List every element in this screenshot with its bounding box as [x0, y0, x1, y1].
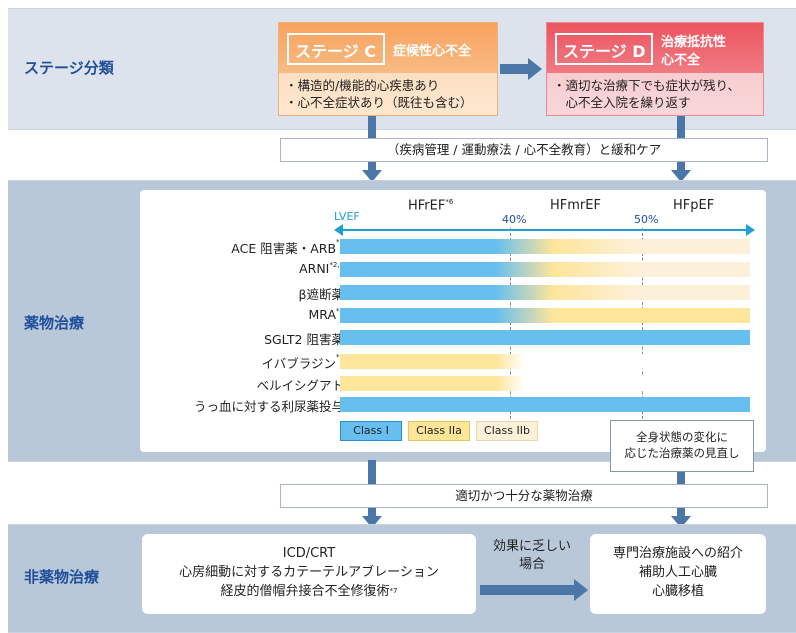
review-note-line-1: 全身状態の変化に — [636, 430, 728, 444]
stage-d-item-1: ・適切な治療下でも症状が残り、 — [553, 78, 741, 93]
drug-name-mra: MRA — [308, 307, 337, 322]
stage-d-item-2: 心不全入院を繰り返す — [553, 95, 691, 110]
drug-label-mra: MRA*4 — [309, 307, 344, 322]
stage-d-name-2: 心不全 — [661, 53, 701, 68]
nondrug-line-3: 経皮的僧帽弁接合不全修復術*7 — [142, 582, 476, 601]
stage-d-name-1: 治療抵抗性 — [661, 35, 727, 50]
drug-label-ivabradine: イバブラジン*5 — [262, 353, 344, 372]
bar-sglt2 — [340, 330, 750, 345]
hfpef-label: HFpEF — [673, 198, 715, 213]
stage-d-label: ステージ D — [563, 42, 646, 61]
drug-name-arni: ARNI — [299, 261, 330, 276]
nondrug-line-2: 心房細動に対するカテーテルアブレーション — [179, 565, 439, 580]
drug-label-beta-blocker: β遮断薬 — [299, 284, 344, 303]
specialist-box: 専門治療施設への紹介 補助人工心臓 心臓移植 — [590, 534, 766, 614]
row-label-stage: ステージ分類 — [24, 59, 114, 77]
ineffective-arrow-head — [574, 579, 588, 601]
bar-mra — [340, 308, 750, 323]
bar-beta-blocker — [340, 285, 750, 300]
specialist-line-1: 専門治療施設への紹介 — [612, 546, 743, 561]
arrow-d-head-2 — [671, 170, 691, 182]
drug-name-ace-arb: ACE 阻害薬・ARB — [231, 241, 337, 256]
ineffective-line-2: 場合 — [518, 557, 545, 572]
drug-label-ace-arb: ACE 阻害薬・ARB*1 — [231, 238, 344, 257]
arrow-c-down-4 — [368, 508, 376, 518]
drug-name-beta-blocker: β遮断薬 — [298, 287, 344, 302]
drug-note-arni: *2,3 — [329, 261, 344, 269]
row-label-nondrug: 非薬物治療 — [24, 568, 100, 586]
bar-ace-arb — [340, 239, 750, 254]
lvef-arrow-line — [340, 229, 748, 231]
ineffective-line-1: 効果に乏しい — [492, 539, 571, 554]
drug-name-diuretic: うっ血に対する利尿薬投与 — [193, 399, 344, 414]
arrow-d-down-3 — [677, 472, 685, 484]
review-note-line-2: 応じた治療薬の見直し — [624, 446, 740, 460]
hfmref-label: HFmrEF — [550, 198, 601, 213]
bar-ivabradine — [340, 354, 750, 369]
row-label-drug: 薬物治療 — [24, 314, 85, 332]
arrow-d-down-2 — [677, 162, 685, 172]
drug-card: HFrEF*6 HFmrEF HFpEF LVEF 40% 50% ACE 阻害… — [140, 190, 766, 452]
hfref-text: HFrEF — [408, 198, 446, 214]
drug-label-diuretic: うっ血に対する利尿薬投与 — [194, 396, 344, 415]
bar-arni — [340, 262, 750, 277]
review-note-box: 全身状態の変化に 応じた治療薬の見直し — [610, 420, 754, 472]
drug-label-column: ACE 阻害薬・ARB*1 ARNI*2,3 β遮断薬 MRA*4 SGLT2 … — [140, 190, 344, 452]
cut-40-line — [510, 228, 511, 424]
drug-label-arni: ARNI*2,3 — [299, 261, 344, 276]
bar-diuretic — [340, 397, 750, 412]
lvef-label: LVEF — [334, 210, 360, 223]
nondrug-line-3-note: *7 — [389, 587, 398, 595]
stage-c-card: ステージ C 症候性心不全 ・構造的/機能的心疾患あり ・心不全症状あり（既往も… — [278, 22, 498, 116]
specialist-line-2: 補助人工心臓 — [638, 565, 717, 580]
drug-label-sglt2: SGLT2 阻害薬 — [264, 329, 344, 348]
nondrug-line-3-text: 経皮的僧帽弁接合不全修復術 — [220, 584, 390, 599]
cut-50-line — [642, 228, 643, 424]
ineffective-arrow — [480, 585, 576, 595]
stage-c-label: ステージ C — [295, 42, 376, 61]
stage-c-item-2: ・心不全症状あり（既往も含む） — [285, 95, 473, 110]
hfref-label: HFrEF*6 — [408, 198, 453, 213]
legend-class-2b: Class IIb — [476, 421, 538, 441]
drug-label-vericiguat: ベルイシグアト — [256, 375, 344, 394]
drug-name-ivabradine: イバブラジン — [261, 356, 337, 371]
arrow-c-down-2 — [368, 162, 376, 172]
arrow-c-down-3 — [368, 460, 376, 484]
drug-name-vericiguat: ベルイシグアト — [256, 378, 344, 393]
cut-40-label: 40% — [502, 213, 527, 226]
stage-d-card: ステージ D 治療抵抗性 心不全 ・適切な治療下でも症状が残り、 心不全入院を繰… — [546, 22, 764, 116]
stage-c-item-1: ・構造的/機能的心疾患あり — [285, 78, 440, 93]
hfref-note: *6 — [445, 198, 454, 206]
bar-vericiguat — [340, 376, 750, 391]
lvef-arrow-right-head — [746, 224, 755, 236]
drug-name-sglt2: SGLT2 阻害薬 — [264, 332, 344, 347]
specialist-line-3: 心臓移植 — [651, 584, 704, 599]
lvef-arrow-left-head — [334, 224, 343, 236]
stage-c-name: 症候性心不全 — [393, 44, 472, 59]
stage-c-label-box — [287, 33, 385, 65]
legend-class-1: Class I — [340, 421, 402, 441]
stage-arrow — [500, 64, 530, 74]
arrow-c-down-1 — [368, 116, 376, 138]
stage-arrow-head — [528, 58, 542, 80]
care-bar: （疾病管理 / 運動療法 / 心不全教育）と緩和ケア — [280, 138, 768, 162]
nondrug-box: ICD/CRT 心房細動に対するカテーテルアブレーション 経皮的僧帽弁接合不全修… — [142, 534, 476, 614]
arrow-d-down-1 — [677, 116, 685, 138]
stage-d-label-box — [555, 33, 653, 65]
legend-class-2a: Class IIa — [408, 421, 470, 441]
ineffective-text: 効果に乏しい 場合 — [484, 538, 580, 574]
arrow-c-head-2 — [362, 170, 382, 182]
cut-50-label: 50% — [634, 213, 659, 226]
arrow-d-down-4 — [677, 508, 685, 518]
adequate-therapy-bar: 適切かつ十分な薬物治療 — [280, 484, 768, 508]
nondrug-line-1: ICD/CRT — [282, 546, 336, 561]
